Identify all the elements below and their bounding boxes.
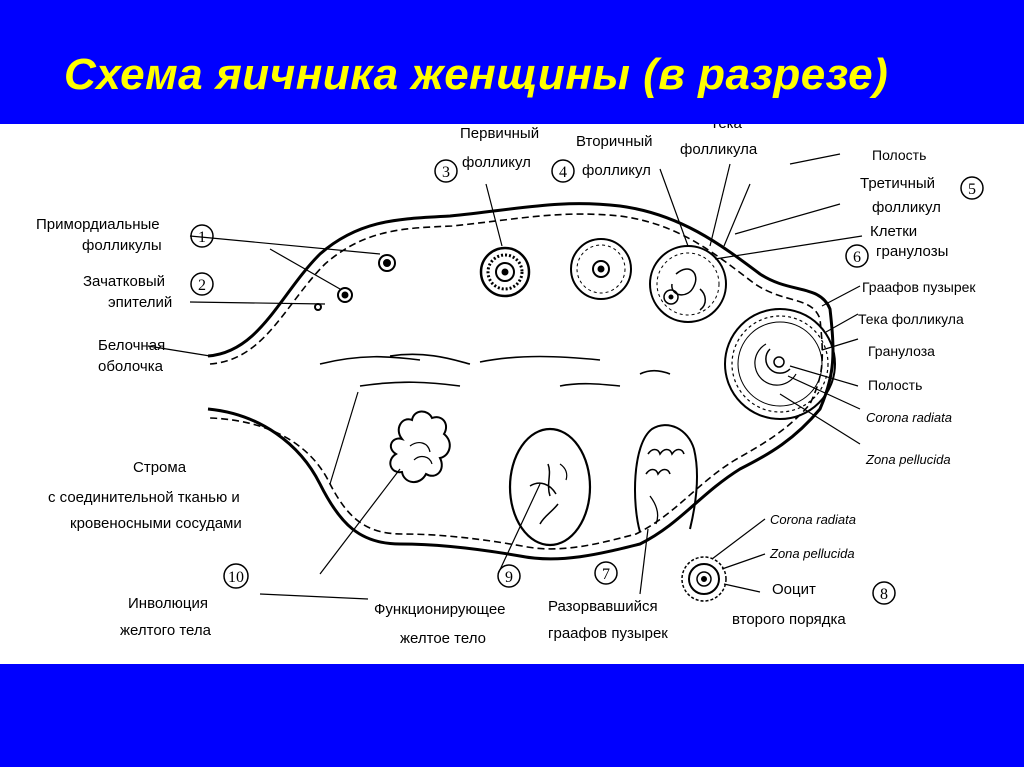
label-primary-2: фолликул bbox=[462, 154, 531, 171]
label-zona-right: Zona pellucida bbox=[865, 452, 951, 467]
label-germinal-2: эпителий bbox=[108, 294, 172, 311]
slide-title: Схема яичника женщины (в разрезе) bbox=[64, 50, 889, 99]
label-granulosa: Гранулоза bbox=[868, 343, 935, 359]
marker-4: 4 bbox=[551, 159, 575, 183]
label-tertiary-1: Третичный bbox=[860, 175, 935, 192]
label-stroma-3: кровеносными сосудами bbox=[70, 515, 242, 532]
label-cavity-right: Полость bbox=[868, 377, 922, 393]
corpus-luteum bbox=[508, 427, 592, 547]
svg-text:6: 6 bbox=[853, 249, 861, 266]
svg-text:4: 4 bbox=[559, 164, 567, 181]
label-theca-right: Тека фолликула bbox=[858, 311, 964, 327]
label-involution-2: желтого тела bbox=[120, 622, 212, 639]
primary-follicle bbox=[479, 246, 531, 298]
label-secondary-2: фолликул bbox=[582, 162, 651, 179]
label-germinal-1: Зачатковый bbox=[83, 273, 165, 290]
label-involution-1: Инволюция bbox=[128, 595, 208, 612]
label-secondary-1: Вторичный bbox=[576, 133, 653, 150]
marker-1: 1 bbox=[190, 224, 214, 248]
svg-text:3: 3 bbox=[442, 164, 450, 181]
svg-text:7: 7 bbox=[602, 566, 610, 583]
label-functioning-2: желтое тело bbox=[400, 630, 486, 647]
marker-8: 8 bbox=[872, 581, 896, 605]
ovary-diagram: Примордиальные фолликулы Зачатковый эпит… bbox=[36, 124, 984, 647]
tertiary-follicle bbox=[649, 245, 727, 323]
stroma-lines bbox=[319, 353, 671, 387]
label-theca-top-1: Тека bbox=[710, 124, 743, 132]
marker-2: 2 bbox=[190, 272, 214, 296]
number-markers: 1 2 3 4 5 6 7 8 bbox=[190, 159, 984, 605]
label-granulosa-cells-1: Клетки bbox=[870, 223, 917, 240]
label-functioning-1: Функционирующее bbox=[374, 601, 506, 618]
label-primary-1: Первичный bbox=[460, 125, 539, 142]
svg-text:8: 8 bbox=[880, 586, 888, 603]
label-corona-bottom: Corona radiata bbox=[770, 512, 856, 527]
ruptured-follicle bbox=[634, 424, 698, 533]
label-zona-bottom: Zona pellucida bbox=[769, 546, 855, 561]
primordial-follicles bbox=[314, 254, 396, 311]
label-oocyte-2: второго порядка bbox=[732, 611, 846, 628]
label-primordial-2: фолликулы bbox=[82, 237, 162, 254]
corpus-albicans bbox=[389, 410, 451, 483]
marker-3: 3 bbox=[434, 159, 458, 183]
secondary-follicle bbox=[570, 238, 632, 300]
label-ruptured-1: Разорвавшийся bbox=[548, 598, 658, 615]
marker-9: 9 bbox=[497, 564, 521, 588]
svg-text:1: 1 bbox=[198, 229, 206, 246]
ovulated-oocyte bbox=[681, 556, 727, 602]
graafian-follicle bbox=[724, 308, 836, 420]
ovary-outline bbox=[207, 202, 835, 561]
label-primordial-1: Примордиальные bbox=[36, 216, 160, 233]
marker-10: 10 bbox=[223, 563, 249, 589]
svg-text:5: 5 bbox=[968, 181, 976, 198]
diagram-panel: Примордиальные фолликулы Зачатковый эпит… bbox=[0, 124, 1024, 664]
labels: Примордиальные фолликулы Зачатковый эпит… bbox=[36, 124, 976, 647]
marker-5: 5 bbox=[960, 176, 984, 200]
svg-text:2: 2 bbox=[198, 277, 206, 294]
label-stroma-1: Строма bbox=[133, 459, 187, 476]
marker-7: 7 bbox=[594, 561, 618, 585]
label-oocyte-1: Ооцит bbox=[772, 581, 816, 598]
leader-lines bbox=[147, 153, 863, 600]
svg-text:9: 9 bbox=[505, 569, 513, 586]
label-cavity-top: Полость bbox=[872, 147, 926, 163]
label-albuginea-1: Белочная bbox=[98, 337, 165, 354]
label-albuginea-2: оболочка bbox=[98, 358, 164, 375]
label-granulosa-cells-2: гранулозы bbox=[876, 243, 948, 260]
label-ruptured-2: граафов пузырек bbox=[548, 625, 668, 642]
label-theca-top-2: фолликула bbox=[680, 141, 758, 158]
label-graafian: Граафов пузырек bbox=[862, 279, 976, 295]
label-tertiary-2: фолликул bbox=[872, 199, 941, 216]
label-stroma-2: с соединительной тканью и bbox=[48, 489, 240, 506]
label-corona-right: Corona radiata bbox=[866, 410, 952, 425]
marker-6: 6 bbox=[845, 244, 869, 268]
svg-text:10: 10 bbox=[228, 569, 244, 586]
